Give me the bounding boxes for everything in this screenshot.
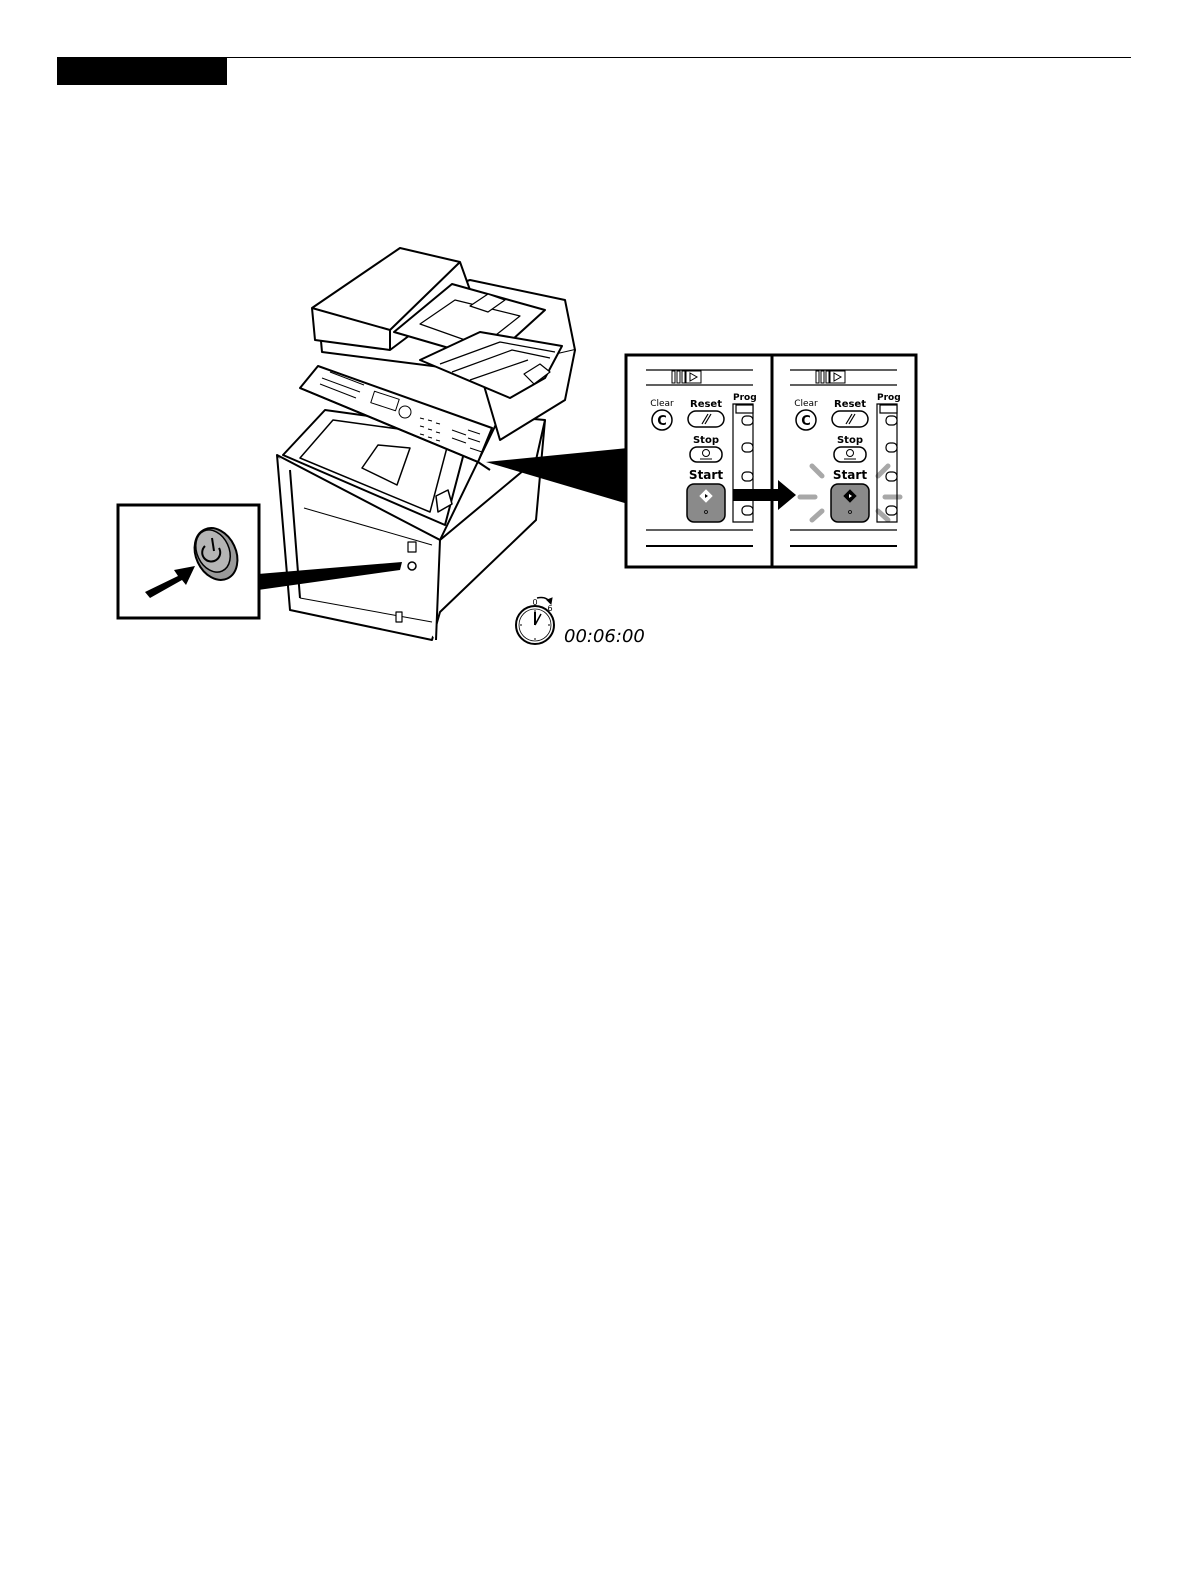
stop-label: Stop (837, 435, 863, 446)
reset-button (687, 410, 725, 428)
reset-label: Reset (690, 399, 722, 410)
dial-six: 6 (547, 604, 552, 613)
start-label: Start (833, 468, 867, 482)
stop-label: Stop (693, 435, 719, 446)
power-switch-callout (116, 503, 261, 620)
prog-label: Prog (733, 393, 757, 403)
dial-zero: 0 (532, 598, 537, 607)
panel-callout: Clear C Reset Stop Start (624, 353, 918, 569)
timer: 0 6 00:06:00 (515, 596, 645, 647)
reset-label: Reset (834, 399, 866, 410)
header-rule (57, 57, 1131, 58)
printer-startup-figure: Clear C Reset Stop Start (116, 247, 918, 647)
callout-wedge-power (258, 562, 402, 590)
printer-illustration (276, 247, 576, 641)
start-button (686, 483, 726, 523)
section-header-tab (57, 58, 227, 85)
stop-button (833, 446, 867, 463)
clear-label: Clear (794, 399, 818, 409)
callout-wedge-panel (486, 448, 628, 504)
start-button-lit (830, 483, 870, 523)
clear-glyph: C (801, 414, 811, 429)
clear-button: C (795, 409, 817, 431)
press-arrow-icon (145, 566, 195, 598)
clear-label: Clear (650, 399, 674, 409)
reset-button (831, 410, 869, 428)
program-keys (876, 403, 898, 523)
transition-arrow-icon (733, 480, 796, 510)
stop-button (689, 446, 723, 463)
panel-before: Clear C Reset Stop Start (646, 369, 757, 547)
stopwatch-icon (515, 596, 555, 645)
prog-label: Prog (877, 393, 901, 403)
program-keys (732, 403, 754, 523)
timer-readout: 00:06:00 (564, 626, 645, 647)
clear-glyph: C (657, 414, 667, 429)
start-label: Start (689, 468, 723, 482)
panel-after: Clear C Reset Stop Start (790, 369, 903, 547)
clear-button: C (651, 409, 673, 431)
power-button-icon (193, 527, 239, 581)
